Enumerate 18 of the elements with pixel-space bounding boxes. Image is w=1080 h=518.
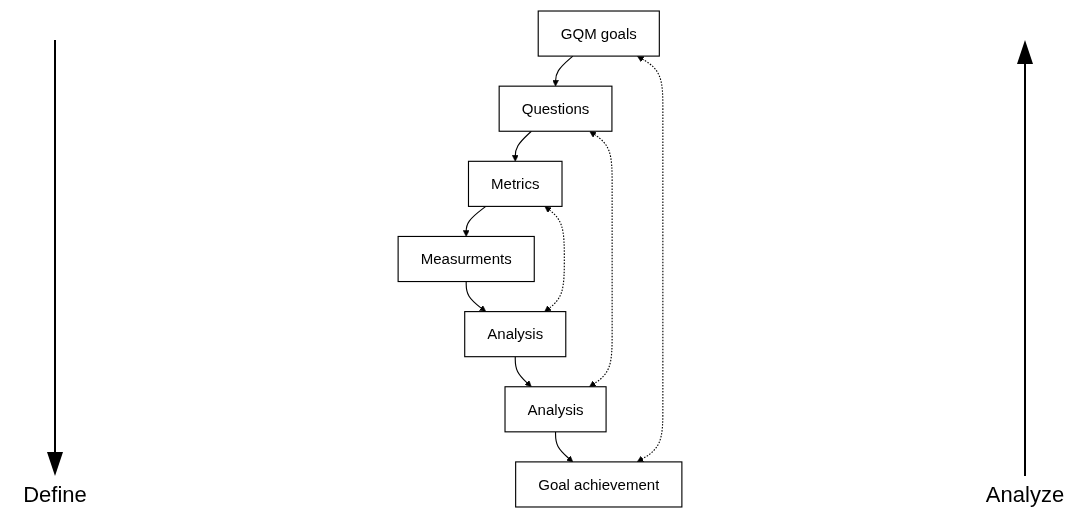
axis-label: Define — [23, 482, 87, 508]
arrow — [511, 130, 532, 162]
arrow — [544, 206, 565, 312]
node-box: Goal achievement — [515, 461, 683, 508]
node-box: Measurments — [397, 235, 535, 283]
arrow — [465, 280, 487, 312]
node-box: Questions — [498, 85, 613, 132]
arrow — [554, 431, 574, 463]
node-box: Analysis — [504, 386, 607, 433]
arrow — [636, 55, 664, 463]
axis-label: Analyze — [985, 482, 1065, 508]
arrow — [462, 205, 487, 237]
node-box: Analysis — [464, 311, 567, 358]
node-box: Metrics — [467, 160, 563, 207]
arrow — [552, 55, 574, 87]
arrow — [514, 356, 532, 388]
arrow — [589, 131, 613, 388]
node-box: GQM goals — [537, 10, 660, 57]
